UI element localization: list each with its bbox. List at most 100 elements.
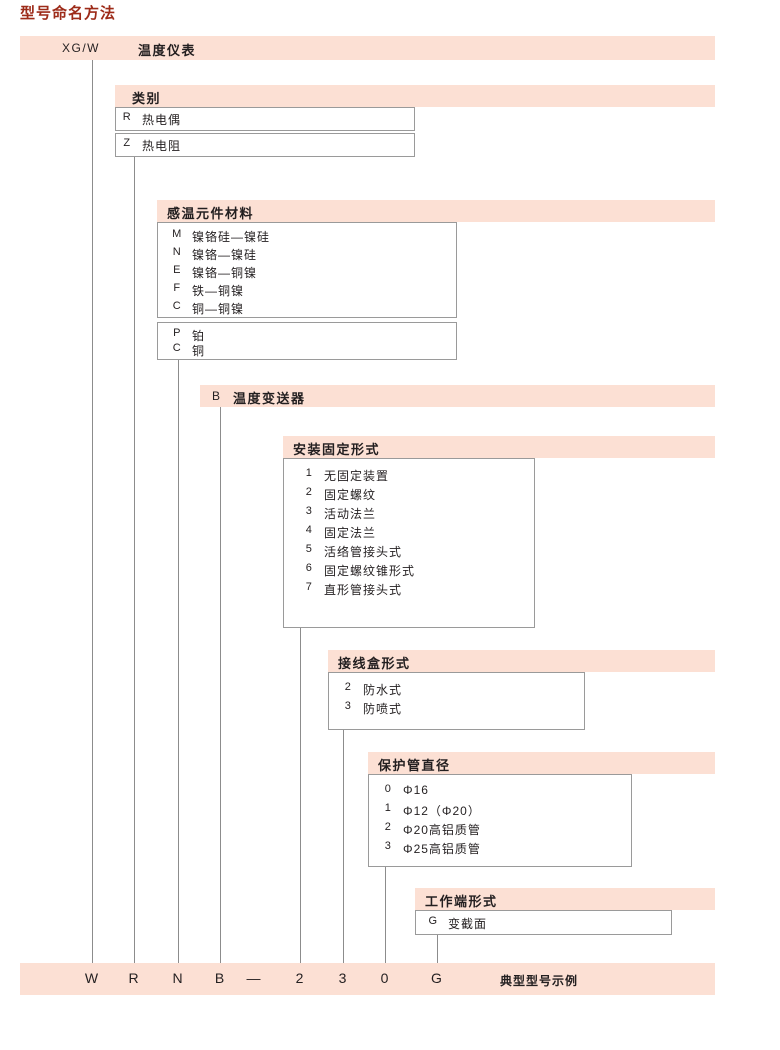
section-label-sensing-element: 感温元件材料 <box>167 206 255 221</box>
option-row: C 铜—铜镍 <box>166 300 456 318</box>
section-label-tube-diameter: 保护管直径 <box>378 758 451 773</box>
option-text: 热电偶 <box>142 113 182 127</box>
root-code: XG/W <box>62 41 100 55</box>
option-text: Φ12（Φ20） <box>403 804 481 818</box>
option-text: 铂 <box>192 329 206 343</box>
option-code: F <box>173 282 181 294</box>
option-text: 变截面 <box>448 917 488 931</box>
option-row: 3 Φ25高铝质管 <box>377 840 631 859</box>
example-note: 典型型号示例 <box>500 974 579 988</box>
option-code: 3 <box>344 700 352 712</box>
option-code: 2 <box>344 681 352 693</box>
option-row: M 镍铬硅—镍硅 <box>166 228 456 246</box>
section-header-category: 类别 <box>115 85 715 107</box>
option-code: G <box>428 915 438 927</box>
page-title: 型号命名方法 <box>20 5 117 22</box>
option-code: 3 <box>305 505 313 517</box>
options-category-group-1: R 热电偶 <box>115 107 415 131</box>
option-code: R <box>122 111 132 123</box>
option-row: 3 防喷式 <box>337 700 584 719</box>
connector-line-working-end-drop <box>437 935 438 970</box>
option-code: Z <box>123 137 131 149</box>
option-row: G 变截面 <box>422 915 671 934</box>
option-row: F 铁—铜镍 <box>166 282 456 300</box>
example-char: N <box>172 970 184 986</box>
option-code: 0 <box>384 783 392 795</box>
section-label-transmitter: 温度变送器 <box>233 391 306 406</box>
section-label-mounting: 安装固定形式 <box>293 442 381 457</box>
option-text: 镍铬—镍硅 <box>192 248 258 262</box>
option-text: 固定法兰 <box>324 526 377 540</box>
option-text: 固定螺纹 <box>324 488 377 502</box>
option-text: 镍铬—铜镍 <box>192 266 258 280</box>
section-header-transmitter: B 温度变送器 <box>200 385 715 407</box>
option-row: 1 无固定装置 <box>298 467 534 486</box>
options-mounting: 1 无固定装置 2 固定螺纹 3 活动法兰 4 固定法兰 5 活络管接头式 6 … <box>283 458 535 628</box>
example-char: 0 <box>380 970 390 986</box>
option-text: 防喷式 <box>363 702 403 716</box>
option-row: E 镍铬—铜镍 <box>166 264 456 282</box>
option-text: 无固定装置 <box>324 469 390 483</box>
option-row: 0 Φ16 <box>377 783 631 802</box>
option-text: 活络管接头式 <box>324 545 403 559</box>
option-code: C <box>172 300 182 312</box>
option-row: P 铂 <box>166 327 456 343</box>
option-text: Φ20高铝质管 <box>403 823 481 837</box>
option-code: 2 <box>305 486 313 498</box>
option-row: 7 直形管接头式 <box>298 581 534 600</box>
connector-line-category <box>92 60 93 970</box>
section-header-sensing-element: 感温元件材料 <box>157 200 715 222</box>
option-text: Φ25高铝质管 <box>403 842 481 856</box>
transmitter-code: B <box>212 389 222 403</box>
option-row: 2 防水式 <box>337 681 584 700</box>
option-code: 4 <box>305 524 313 536</box>
root-label: 温度仪表 <box>138 43 197 58</box>
connector-line-mounting <box>220 407 221 970</box>
option-code: P <box>173 327 181 339</box>
options-sensing-element-group-2: P 铂 C 铜 <box>157 322 457 360</box>
options-working-end: G 变截面 <box>415 910 672 935</box>
option-row: 1 Φ12（Φ20） <box>377 802 631 821</box>
section-label-junction-box: 接线盒形式 <box>338 656 411 671</box>
option-code: E <box>173 264 181 276</box>
connector-line-tube-diameter <box>343 730 344 970</box>
example-model-band: W R N B — 2 3 0 G 典型型号示例 <box>20 963 715 995</box>
connector-line-junction-box <box>300 628 301 970</box>
option-text: 热电阻 <box>142 139 182 153</box>
example-char: — <box>246 970 262 986</box>
example-char: 3 <box>338 970 348 986</box>
option-text: 防水式 <box>363 683 403 697</box>
section-header-working-end: 工作端形式 <box>415 888 715 910</box>
section-label-working-end: 工作端形式 <box>425 894 498 909</box>
option-text: 镍铬硅—镍硅 <box>192 230 271 244</box>
options-category-group-2: Z 热电阻 <box>115 133 415 157</box>
option-code: M <box>172 228 182 240</box>
option-row: 2 Φ20高铝质管 <box>377 821 631 840</box>
option-code: N <box>172 246 182 258</box>
connector-line-transmitter <box>178 360 179 970</box>
example-char: 2 <box>295 970 305 986</box>
options-tube-diameter: 0 Φ16 1 Φ12（Φ20） 2 Φ20高铝质管 3 Φ25高铝质管 <box>368 774 632 867</box>
option-text: Φ16 <box>403 783 429 797</box>
section-label-category: 类别 <box>132 91 162 106</box>
option-code: 1 <box>305 467 313 479</box>
option-code: 3 <box>384 840 392 852</box>
example-char: G <box>431 970 443 986</box>
option-row: 6 固定螺纹锥形式 <box>298 562 534 581</box>
options-junction-box: 2 防水式 3 防喷式 <box>328 672 585 730</box>
option-text: 固定螺纹锥形式 <box>324 564 416 578</box>
option-row: 5 活络管接头式 <box>298 543 534 562</box>
example-char: R <box>128 970 140 986</box>
connector-line-sensing-element <box>134 157 135 970</box>
option-row: N 镍铬—镍硅 <box>166 246 456 264</box>
option-code: 2 <box>384 821 392 833</box>
section-header-tube-diameter: 保护管直径 <box>368 752 715 774</box>
option-text: 铜 <box>192 344 206 358</box>
example-char: W <box>84 970 100 986</box>
connector-line-working-end <box>385 867 386 970</box>
option-row: 3 活动法兰 <box>298 505 534 524</box>
option-text: 铁—铜镍 <box>192 284 245 298</box>
option-row: 2 固定螺纹 <box>298 486 534 505</box>
option-code: 6 <box>305 562 313 574</box>
